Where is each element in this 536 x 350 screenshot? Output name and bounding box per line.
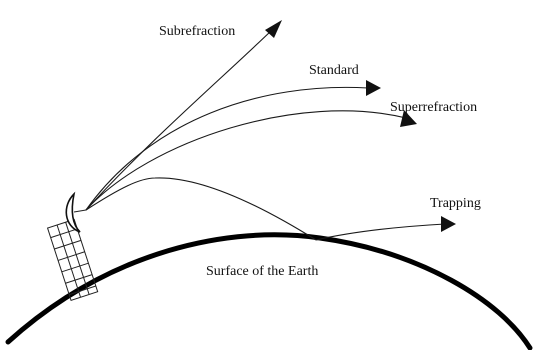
superrefraction-label: Superrefraction: [390, 100, 477, 115]
earth-surface-label: Surface of the Earth: [206, 264, 318, 279]
subrefraction-ray: [85, 29, 273, 211]
trapping-label: Trapping: [430, 196, 481, 211]
superrefraction-ray: [85, 110, 407, 211]
subrefraction-arrowhead: [265, 20, 282, 38]
standard-ray: [85, 86, 369, 211]
superrefraction-arrowhead: [400, 110, 417, 127]
trapping-ray-out: [315, 223, 446, 241]
trapping-arrowhead: [441, 216, 456, 232]
antenna-icon: [46, 191, 99, 301]
standard-arrowhead: [366, 80, 381, 96]
subrefraction-label: Subrefraction: [159, 24, 235, 39]
trapping-ray-down: [85, 177, 317, 241]
standard-label: Standard: [309, 63, 359, 78]
radar-dish: [65, 191, 81, 233]
earth-surface-curve: [5, 232, 533, 350]
lattice-tower: [46, 218, 99, 301]
